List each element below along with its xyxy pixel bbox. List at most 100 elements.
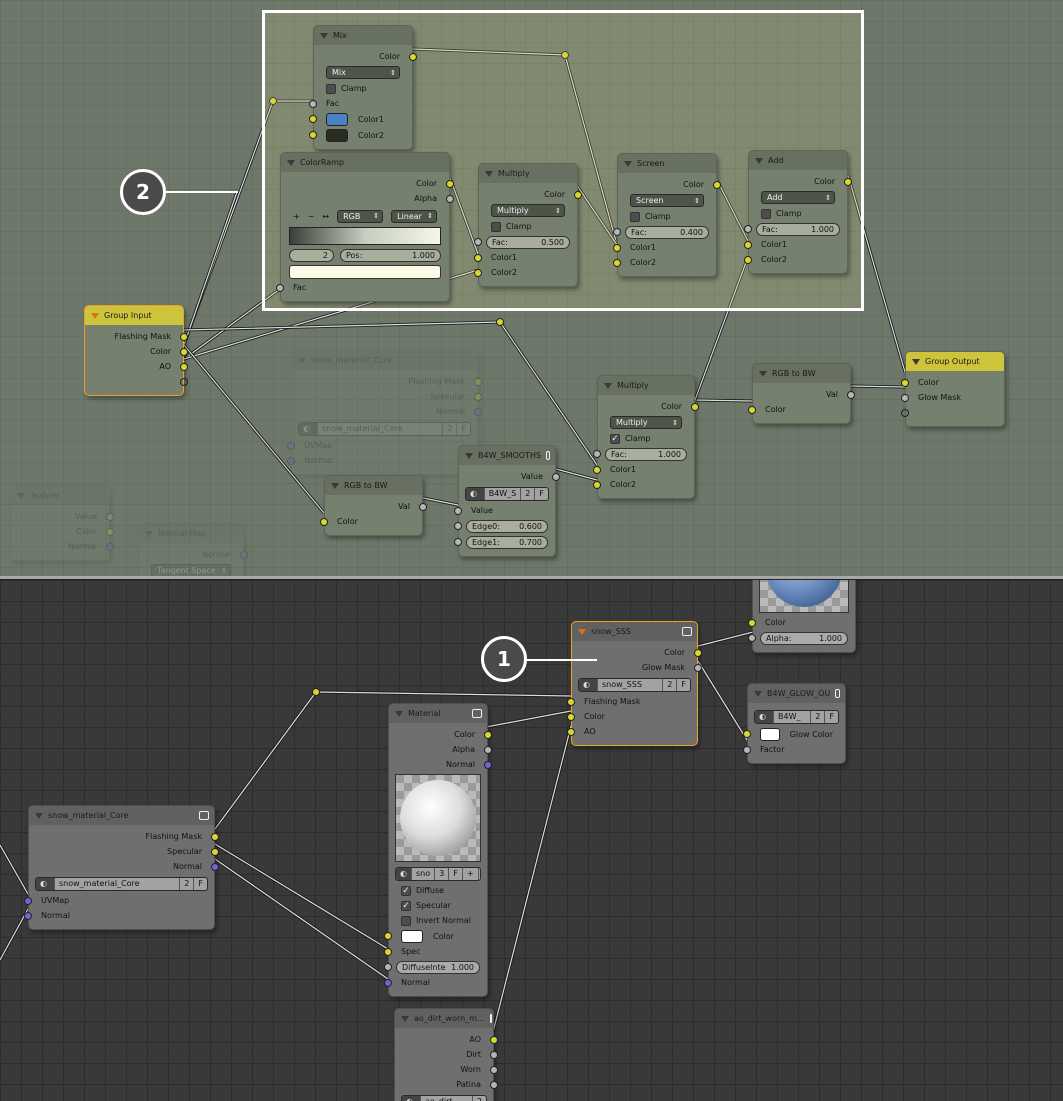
value-field[interactable]: Fac:1.000	[756, 222, 840, 236]
socket[interactable]	[309, 99, 317, 108]
fake-user-button[interactable]: F	[534, 487, 548, 500]
fake-user-button[interactable]: F	[824, 710, 838, 723]
node-group-editor[interactable]: MixColorMixClampFacColor1Color2ColorRamp…	[0, 0, 1063, 576]
value-field[interactable]: Alpha:1.000	[760, 631, 848, 645]
collapse-triangle-icon[interactable]	[91, 312, 99, 319]
datablock-name[interactable]: snow_material_Core	[54, 877, 179, 890]
socket[interactable]	[567, 712, 575, 721]
checkbox-clamp[interactable]	[326, 83, 336, 94]
checkbox-clamp[interactable]	[491, 221, 501, 232]
collapse-triangle-icon[interactable]	[287, 159, 295, 166]
stop-index-field[interactable]: 2	[289, 248, 334, 262]
blend-mode-select[interactable]: Multiply	[491, 204, 565, 217]
node-header[interactable]: Normal Map	[139, 524, 243, 543]
fake-user-button[interactable]: F	[193, 877, 207, 890]
node-header[interactable]: Group Input	[85, 306, 183, 325]
socket[interactable]	[446, 179, 454, 188]
node-header[interactable]: Texture	[11, 486, 109, 505]
socket[interactable]	[744, 224, 752, 233]
socket[interactable]	[474, 392, 482, 401]
fake-user-button[interactable]: F	[456, 422, 470, 435]
color-swatch[interactable]	[326, 128, 348, 142]
socket[interactable]	[309, 130, 317, 139]
socket[interactable]	[106, 542, 114, 551]
add-stop-button[interactable]: +	[293, 211, 300, 221]
unlink-icon[interactable]: ✕	[477, 867, 480, 880]
collapse-triangle-icon[interactable]	[35, 812, 43, 819]
add-icon[interactable]: +	[461, 867, 478, 880]
socket[interactable]	[901, 408, 909, 417]
color-swatch[interactable]	[401, 929, 423, 943]
blend-mode-select[interactable]: Multiply	[610, 416, 682, 429]
socket[interactable]	[593, 480, 601, 489]
socket[interactable]	[24, 896, 32, 905]
socket[interactable]	[484, 745, 492, 754]
node-group-icon[interactable]	[472, 709, 482, 718]
material-ball-icon[interactable]: ◐	[755, 710, 773, 723]
blend-mode-select[interactable]: Screen	[630, 194, 704, 207]
node-header[interactable]: Mix	[314, 26, 412, 45]
socket[interactable]	[106, 527, 114, 536]
socket[interactable]	[490, 1035, 498, 1044]
socket[interactable]	[613, 243, 621, 252]
collapse-triangle-icon[interactable]	[465, 452, 473, 459]
socket[interactable]	[694, 648, 702, 657]
socket[interactable]	[748, 633, 756, 642]
socket[interactable]	[384, 947, 392, 956]
socket[interactable]	[593, 449, 601, 458]
stop-position-field[interactable]: Pos:1.000	[340, 248, 441, 262]
socket[interactable]	[613, 227, 621, 236]
node-screen[interactable]: ScreenColorScreenClampFac:0.400Color1Col…	[613, 153, 721, 277]
value-field[interactable]: Edge1:0.700	[466, 535, 548, 549]
node-header[interactable]: Screen	[618, 154, 716, 173]
node-mix[interactable]: MixColorMixClampFacColor1Color2	[309, 25, 417, 150]
socket[interactable]	[901, 393, 909, 402]
collapse-triangle-icon[interactable]	[298, 357, 306, 364]
node-group-icon[interactable]	[199, 811, 209, 820]
socket[interactable]	[474, 407, 482, 416]
socket[interactable]	[574, 190, 582, 199]
socket[interactable]	[180, 377, 188, 386]
node-header[interactable]: Add	[749, 151, 847, 170]
material-ball-icon[interactable]: ◐	[36, 877, 54, 890]
node-header[interactable]: snow_material_Core	[292, 351, 477, 370]
checkbox-diffuse[interactable]: ✓	[401, 885, 411, 896]
socket[interactable]	[748, 405, 756, 414]
socket[interactable]	[419, 502, 427, 511]
socket[interactable]	[713, 180, 721, 189]
area-divider[interactable]	[0, 576, 1063, 580]
socket[interactable]	[474, 268, 482, 277]
value-field[interactable]: Fac:1.000	[605, 447, 687, 461]
material-ball-icon[interactable]: ◐	[299, 422, 317, 435]
flip-ramp-button[interactable]: ↔	[322, 211, 330, 221]
socket[interactable]	[691, 402, 699, 411]
value-field[interactable]: Edge0:0.600	[466, 519, 548, 533]
collapse-triangle-icon[interactable]	[401, 1015, 409, 1022]
socket[interactable]	[694, 663, 702, 672]
socket[interactable]	[744, 240, 752, 249]
socket[interactable]	[287, 441, 295, 450]
value-field[interactable]: Fac:0.500	[486, 235, 570, 249]
checkbox-invert-normal[interactable]	[401, 915, 411, 926]
node-header[interactable]: Multiply	[598, 376, 694, 395]
node-ao-dirt[interactable]: ao_dirt_worn_m...AODirtWornPatina◐ao_dir…	[394, 1008, 498, 1101]
socket[interactable]	[106, 512, 114, 521]
node-header[interactable]: B4W_GLOW_OU	[748, 684, 845, 703]
socket[interactable]	[211, 832, 219, 841]
socket[interactable]	[613, 258, 621, 267]
node-header[interactable]: ColorRamp	[281, 153, 449, 172]
checkbox-clamp[interactable]: ✓	[610, 433, 620, 444]
checkbox-clamp[interactable]	[761, 208, 771, 219]
color-swatch[interactable]	[760, 727, 780, 741]
node-header[interactable]: Group Output	[906, 352, 1004, 371]
